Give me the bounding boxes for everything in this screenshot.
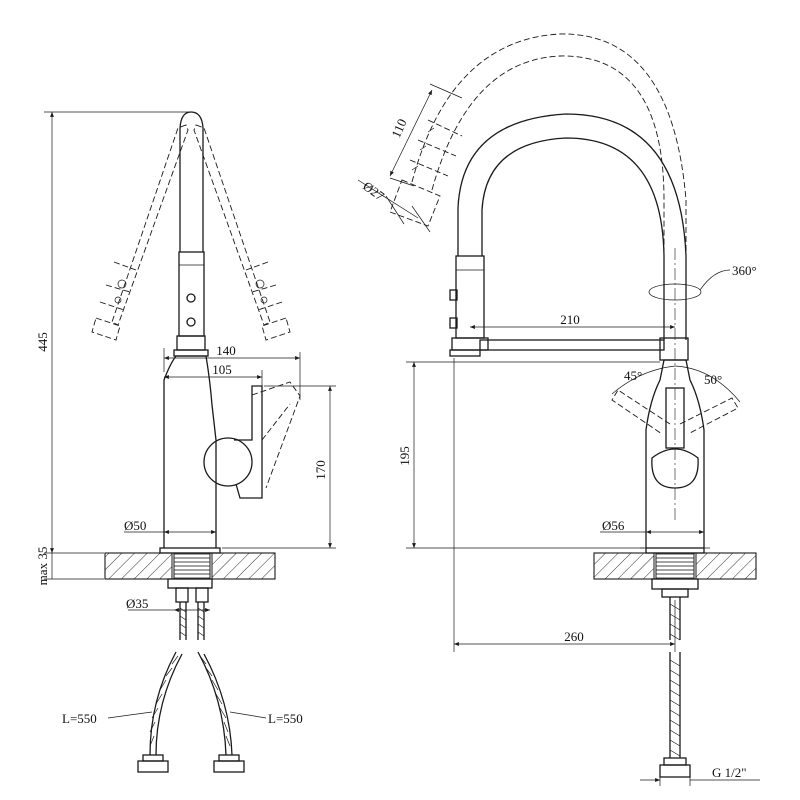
front-lever-swing: 45° 50° [611,365,741,435]
label-width-outer: 140 [216,343,236,358]
dim-side-mount-diameter: Ø35 [126,596,210,612]
label-spout-height: 195 [397,446,412,466]
label-base-width: 260 [564,629,584,644]
front-spray-head [449,255,489,357]
dim-side-widths: 140 105 [163,343,301,400]
label-hose-left: L=550 [62,711,97,726]
side-hose-labels: L=550 L=550 [62,711,303,726]
label-body-diameter: Ø50 [124,518,146,533]
label-thread: G 1/2" [712,765,747,780]
label-handle-height: 170 [313,460,328,480]
label-height-base: max 35 [35,547,50,586]
front-mounting [651,578,699,778]
side-lever [203,381,301,499]
label-width-inner: 105 [212,362,232,377]
dim-front-thread: G 1/2" [640,765,760,786]
side-mounting [167,578,213,640]
dim-front-body-diameter: Ø56 [600,518,704,534]
front-hose-extended-outline [389,33,687,340]
dim-side-height-total: 445 [35,111,190,554]
front-rotation-indicator: 360° [648,263,757,301]
label-front-body-diameter: Ø56 [602,518,625,533]
label-rotation: 360° [732,263,757,278]
label-mount-diameter: Ø35 [126,596,148,611]
front-hose [457,113,687,340]
side-spout-swing-outline [91,124,291,341]
front-view: 360° 45° 50° [357,33,760,786]
dim-front-spout-height: 195 [397,361,660,549]
label-height-total: 445 [35,332,50,352]
dim-front-base-width: 260 [453,358,676,652]
side-hoses [137,651,245,773]
label-spray-length: 110 [388,116,409,139]
label-angle-right: 50° [704,372,722,387]
dim-front-spray-diameter: Ø27 [357,178,431,233]
label-reach: 210 [560,312,580,327]
dim-side-base: max 35 [35,547,104,586]
label-spray-diameter: Ø27 [360,178,387,204]
dim-front-spray-length: 110 [388,83,463,187]
side-body [160,355,220,549]
side-countertop [104,547,276,580]
front-countertop [593,547,757,580]
front-holder-arm [479,248,689,520]
label-hose-right: L=550 [268,711,303,726]
dim-side-body-diameter: Ø50 [124,518,216,534]
side-view: 445 max 35 140 105 170 Ø50 [35,111,336,773]
side-spout [173,111,209,357]
dim-front-reach: 210 [470,312,675,329]
label-angle-left: 45° [624,368,642,383]
dim-side-handle-height: 170 [222,385,336,549]
